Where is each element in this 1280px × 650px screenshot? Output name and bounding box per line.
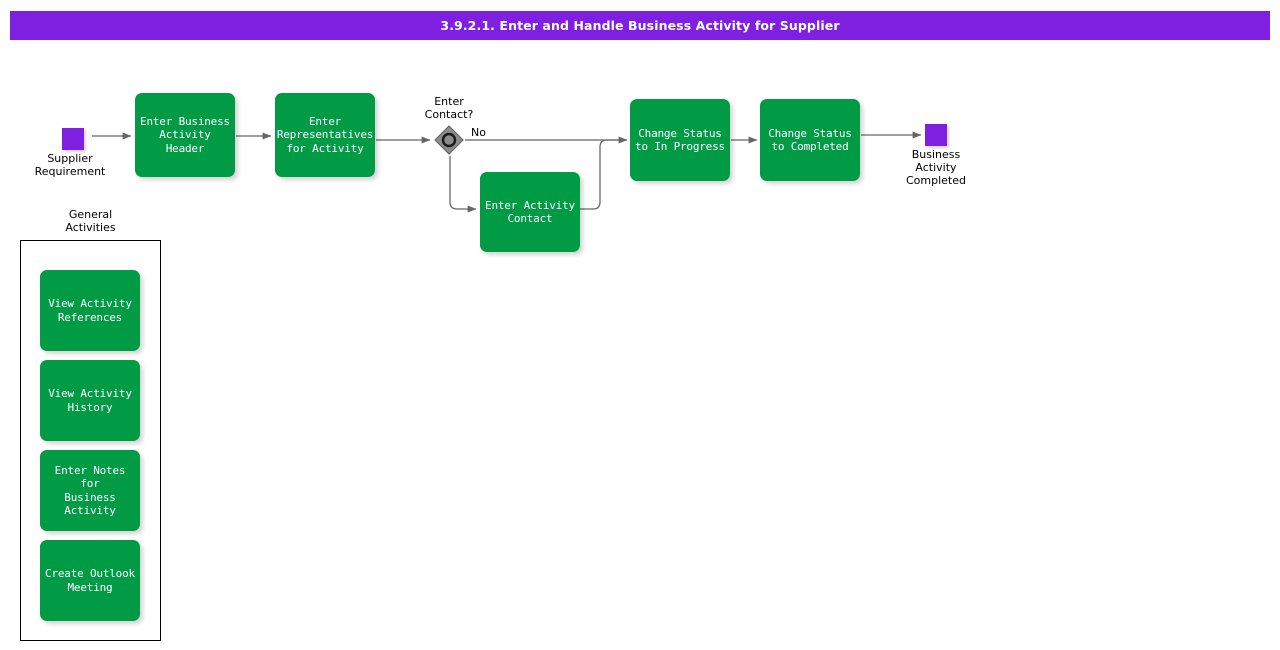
task-label: Create Outlook Meeting: [45, 567, 135, 594]
flow-label-no: No: [471, 126, 486, 139]
task-enter-business-activity-header[interactable]: Enter Business Activity Header: [135, 93, 235, 177]
task-enter-activity-contact[interactable]: Enter Activity Contact: [480, 172, 580, 252]
gateway-enter-contact[interactable]: [434, 125, 464, 155]
task-label: Change Status to Completed: [768, 126, 852, 154]
start-event-marker[interactable]: [62, 128, 84, 150]
end-event-marker[interactable]: [925, 124, 947, 146]
task-enter-representatives-for-activity[interactable]: Enter Representatives for Activity: [275, 93, 375, 177]
gateway-diamond: [434, 125, 464, 155]
task-view-activity-history[interactable]: View Activity History: [40, 360, 140, 441]
edge-enter-activity-contact-to-in-progress: [580, 139, 627, 210]
task-label: Enter Notes for Business Activity: [54, 463, 126, 518]
task-enter-notes-for-business-activity[interactable]: Enter Notes for Business Activity: [40, 450, 140, 531]
task-label: Enter Activity Contact: [485, 198, 575, 226]
start-event-label: Supplier Requirement: [34, 152, 106, 178]
task-change-status-to-in-progress[interactable]: Change Status to In Progress: [630, 99, 730, 181]
page-title: 3.9.2.1. Enter and Handle Business Activ…: [440, 18, 840, 33]
general-activities-title: General Activities: [65, 208, 116, 234]
gateway-inclusive-circle: [441, 132, 457, 148]
page-title-bar: 3.9.2.1. Enter and Handle Business Activ…: [10, 11, 1270, 40]
task-label: View Activity History: [48, 387, 132, 414]
task-change-status-to-completed[interactable]: Change Status to Completed: [760, 99, 860, 181]
task-label: Change Status to In Progress: [635, 126, 725, 154]
edge-gateway-to-enter-activity-contact: [449, 156, 477, 213]
end-event-label: Business Activity Completed: [906, 148, 966, 187]
task-view-activity-references[interactable]: View Activity References: [40, 270, 140, 351]
task-create-outlook-meeting[interactable]: Create Outlook Meeting: [40, 540, 140, 621]
task-label: Enter Representatives for Activity: [276, 114, 374, 155]
gateway-label: Enter Contact?: [424, 95, 474, 121]
task-label: Enter Business Activity Header: [140, 114, 230, 155]
task-label: View Activity References: [48, 297, 132, 324]
